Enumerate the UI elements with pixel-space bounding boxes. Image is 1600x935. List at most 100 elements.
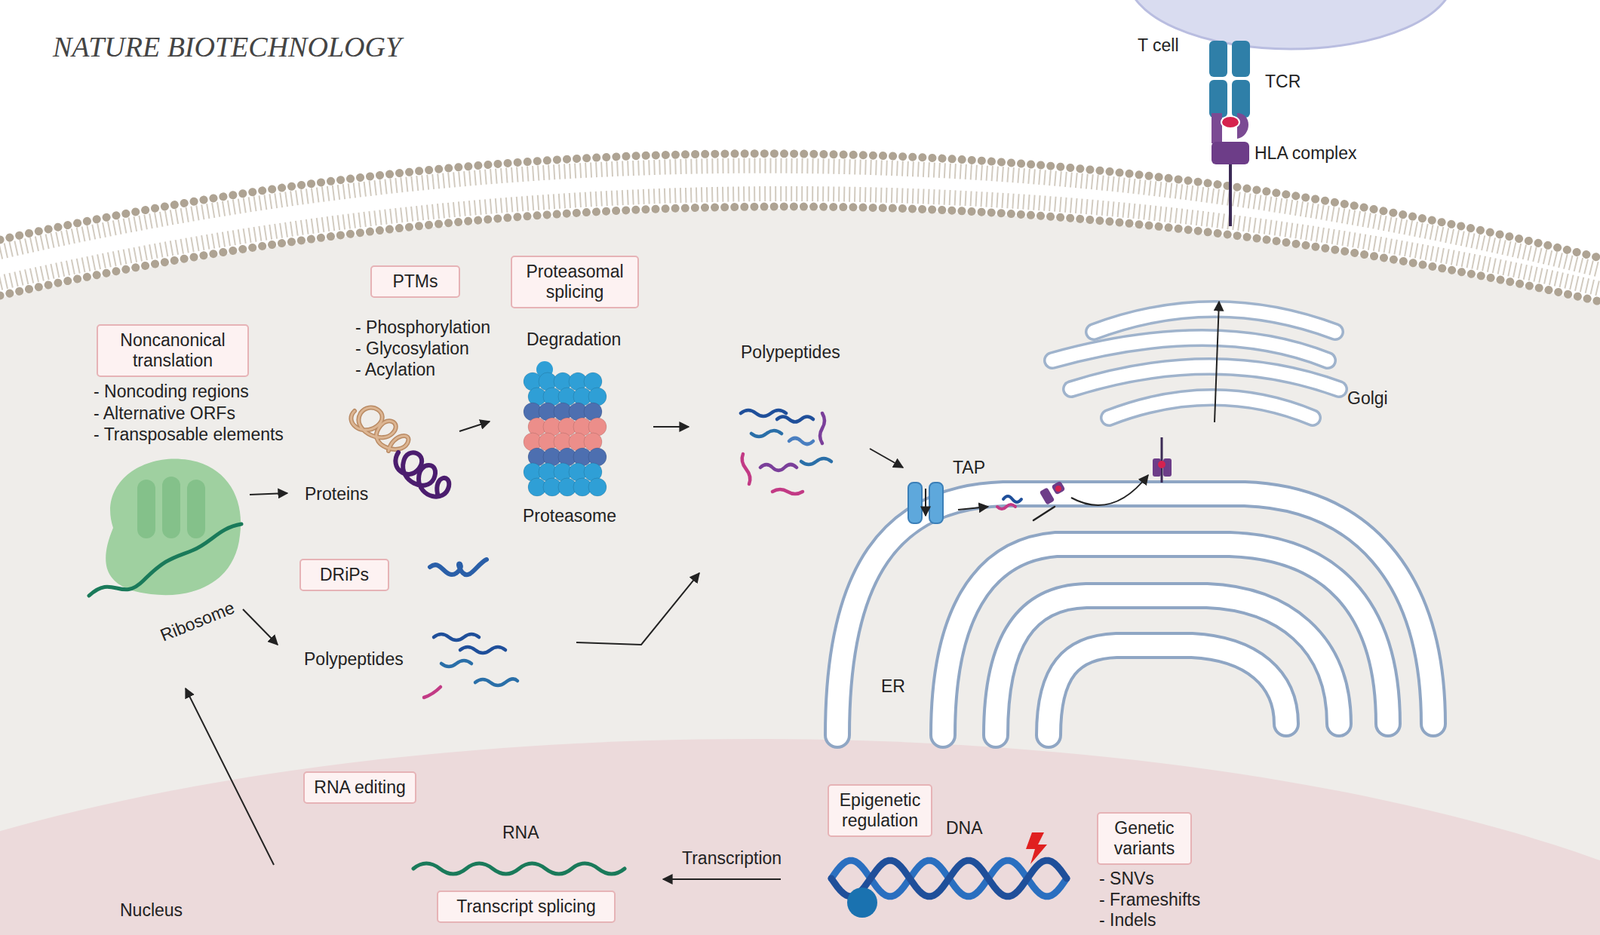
figure-label: Polypeptides bbox=[304, 649, 404, 670]
polypeptides-lower-part bbox=[441, 660, 472, 667]
endoplasmic-reticulum-part bbox=[837, 494, 1434, 736]
ribosome-part bbox=[89, 524, 242, 596]
tcr-hla-complex-part bbox=[1231, 79, 1250, 118]
figure-label: Nucleus bbox=[119, 900, 183, 922]
ribosome bbox=[89, 458, 242, 596]
flow-arrows-part bbox=[1214, 301, 1220, 423]
mechanism-box: PTMs bbox=[370, 265, 461, 298]
tcr-hla-complex-part bbox=[1211, 113, 1223, 144]
er-lumen-contents-part bbox=[1050, 480, 1066, 495]
endoplasmic-reticulum-part bbox=[837, 494, 1434, 736]
golgi bbox=[1052, 309, 1339, 418]
figure-label: - Indels bbox=[1099, 910, 1156, 931]
polypeptides-lower-part bbox=[475, 678, 518, 686]
mechanism-box: DRiPs bbox=[299, 558, 390, 592]
figure-label: - Phosphorylation bbox=[355, 317, 491, 338]
figure-label: Golgi bbox=[1347, 388, 1389, 409]
golgi-part bbox=[1071, 366, 1339, 390]
proteasome-part bbox=[588, 478, 607, 497]
figure-label: Proteasome bbox=[522, 506, 617, 527]
tcr-hla-complex-part bbox=[1209, 79, 1228, 118]
box-text: Transcript splicing bbox=[445, 896, 607, 918]
mechanism-box: Noncanonical translation bbox=[96, 324, 249, 378]
polypeptides-upper bbox=[740, 410, 832, 495]
box-text: Epigenetic regulation bbox=[836, 790, 924, 832]
flow-arrows-part bbox=[663, 878, 781, 881]
er-lumen-contents bbox=[997, 480, 1066, 521]
polypeptides-lower-part bbox=[460, 647, 506, 654]
figure-label: - Transposable elements bbox=[93, 424, 284, 446]
flow-arrows-part bbox=[459, 421, 490, 432]
plasma-membrane bbox=[0, 153, 1600, 302]
nucleosome bbox=[847, 887, 878, 919]
mechanism-box: RNA editing bbox=[303, 771, 417, 805]
mechanism-box: Proteasomal splicing bbox=[510, 255, 639, 309]
hla-surface-bound-part bbox=[1160, 437, 1164, 483]
nucleus-part bbox=[0, 739, 1600, 935]
flow-arrows-part bbox=[653, 426, 689, 428]
ribosome-part bbox=[105, 458, 241, 596]
golgi-part bbox=[1093, 309, 1336, 332]
figure-label: Degradation bbox=[526, 329, 621, 351]
folded-proteins-part bbox=[350, 408, 409, 452]
polypeptides-upper-part bbox=[819, 413, 825, 444]
folded-proteins bbox=[350, 408, 449, 498]
drips-fragment-part bbox=[429, 559, 487, 575]
golgi-part bbox=[1052, 337, 1328, 361]
endoplasmic-reticulum-part bbox=[942, 544, 1389, 736]
figure-label: - Acylation bbox=[355, 359, 436, 381]
mechanism-box: Epigenetic regulation bbox=[827, 784, 933, 838]
polypeptides-upper-part bbox=[742, 454, 751, 485]
figure-label: TAP bbox=[952, 457, 986, 479]
mutation-bolt bbox=[1025, 832, 1048, 865]
nucleosome-part bbox=[847, 887, 878, 919]
folded-proteins-part bbox=[395, 452, 449, 498]
polypeptides-lower-part bbox=[423, 687, 441, 698]
figure-label: - Noncoding regions bbox=[93, 381, 249, 403]
ribosome-part bbox=[187, 479, 206, 539]
box-text: Noncanonical translation bbox=[105, 330, 240, 372]
er-lumen-contents-part bbox=[1033, 506, 1055, 521]
journal-title: NATURE BIOTECHNOLOGY bbox=[52, 30, 402, 64]
endoplasmic-reticulum-part bbox=[942, 544, 1389, 736]
flow-arrows-part bbox=[249, 493, 288, 495]
hla-surface-bound-part bbox=[1157, 460, 1166, 469]
flow-arrows bbox=[185, 301, 1220, 880]
er-lumen-contents-part bbox=[997, 504, 1016, 510]
tap-transporter bbox=[908, 482, 943, 524]
hla-surface-bound-part bbox=[1163, 458, 1172, 477]
golgi-part bbox=[1052, 337, 1328, 361]
drips-fragment bbox=[429, 559, 487, 575]
box-text: PTMs bbox=[379, 271, 452, 292]
folded-proteins-part bbox=[350, 408, 409, 452]
polypeptides-upper-part bbox=[801, 458, 832, 465]
figure-label: TCR bbox=[1265, 71, 1301, 93]
mutation-bolt-part bbox=[1025, 832, 1048, 865]
figure-label: - Alternative ORFs bbox=[93, 403, 236, 424]
figure-label: ER bbox=[881, 676, 906, 698]
tap-transporter-part bbox=[908, 482, 922, 524]
figure-label: - Frameshifts bbox=[1099, 890, 1201, 911]
golgi-part bbox=[1071, 366, 1339, 390]
golgi-part bbox=[1108, 397, 1313, 418]
figure-label: - SNVs bbox=[1099, 869, 1155, 890]
figure-label: T cell bbox=[1137, 35, 1180, 56]
ribosome-part bbox=[162, 476, 181, 539]
endoplasmic-reticulum-part bbox=[1048, 645, 1287, 736]
plasma-membrane-part bbox=[0, 165, 1600, 271]
plasma-membrane-part bbox=[0, 206, 1600, 302]
er-lumen-contents-part bbox=[1055, 485, 1062, 492]
flow-arrows-part bbox=[1071, 475, 1149, 506]
polypeptides-upper-part bbox=[760, 464, 797, 471]
tcr-hla-complex-part bbox=[1228, 162, 1232, 227]
figure-label: - Glycosylation bbox=[355, 338, 470, 360]
nucleus bbox=[0, 739, 1600, 935]
endoplasmic-reticulum-part bbox=[995, 595, 1339, 736]
tap-transporter-part bbox=[929, 482, 943, 524]
tcr-hla-complex-part bbox=[1231, 40, 1250, 77]
tcr-hla-complex-part bbox=[1221, 116, 1240, 129]
flow-arrows-part bbox=[242, 609, 278, 645]
polypeptides-upper-part bbox=[740, 410, 787, 417]
tcr-hla-complex-part bbox=[1237, 113, 1249, 139]
box-text: DRiPs bbox=[308, 565, 381, 586]
